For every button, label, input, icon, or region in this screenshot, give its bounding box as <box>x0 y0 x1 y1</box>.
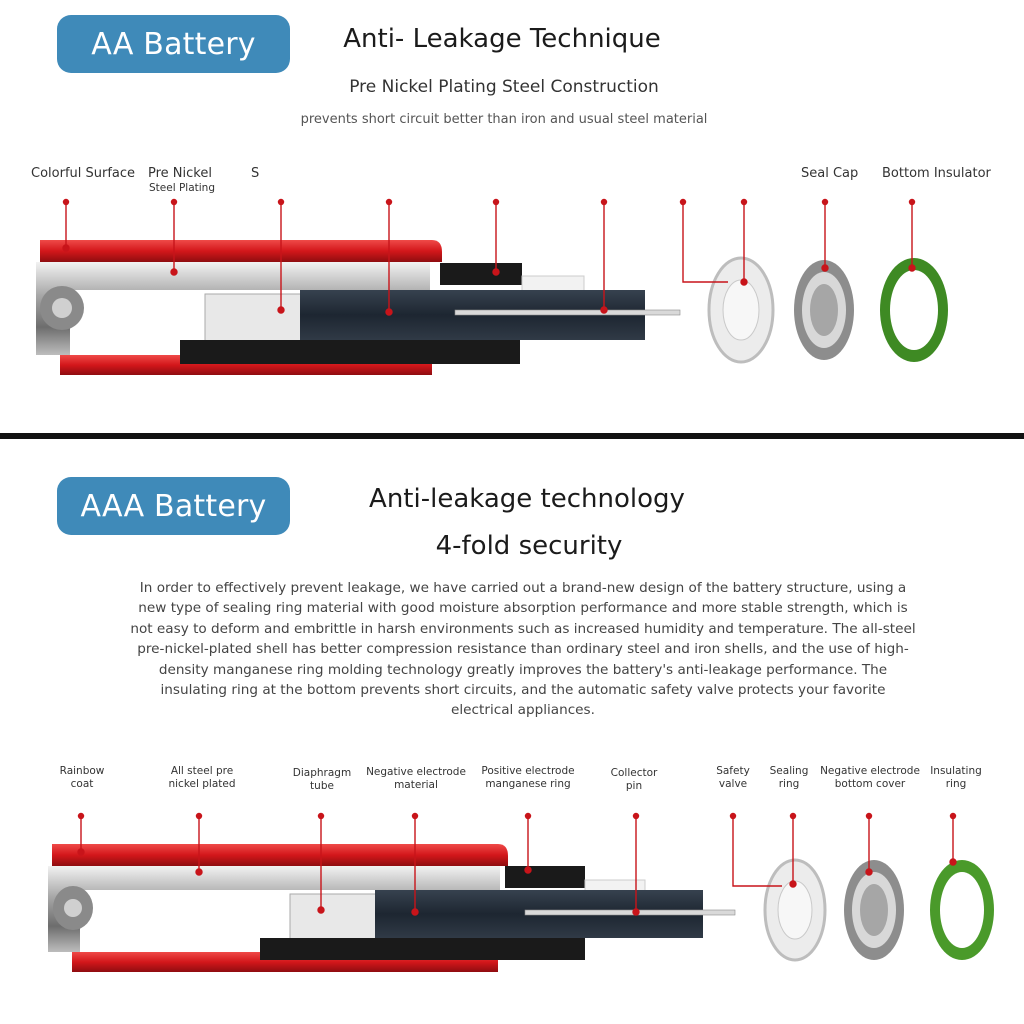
aaa-label-safety-line1: Safety <box>708 765 758 778</box>
aaa-label-rainbow-line1: Rainbow <box>50 765 114 778</box>
aaa-label-sealing-ring: Sealing ring <box>764 765 814 790</box>
aaa-bottom-cover-part <box>844 860 904 960</box>
aaa-label-negative-line1: Negative electrode <box>364 766 468 779</box>
aaa-label-safety-valve: Safety valve <box>708 765 758 790</box>
aa-negative-cap-part <box>794 260 854 360</box>
aaa-label-collector-line2: pin <box>602 780 666 793</box>
aa-battery-diagram <box>0 190 1024 430</box>
aa-label-pre-nickel: Pre Nickel <box>148 166 212 182</box>
aaa-label-steel-line1: All steel pre <box>160 765 244 778</box>
aaa-label-all-steel: All steel pre nickel plated <box>160 765 244 790</box>
aaa-label-positive-ring: Positive electrode manganese ring <box>476 765 580 790</box>
aaa-label-diaphragm: Diaphragm tube <box>285 767 359 792</box>
aaa-dark-ring-upper <box>505 866 585 888</box>
aaa-label-negative-material: Negative electrode material <box>364 766 468 791</box>
aaa-title: Anti-leakage technology <box>0 484 1024 514</box>
aa-bottom-insulator-ring <box>880 258 948 362</box>
aaa-dark-base <box>260 938 585 960</box>
aa-caption: prevents short circuit better than iron … <box>0 112 1008 127</box>
aa-title: Anti- Leakage Technique <box>0 24 1004 54</box>
aaa-label-sealing-line2: ring <box>764 778 814 791</box>
aaa-label-insulating-ring: Insulating ring <box>926 765 986 790</box>
aaa-label-diaphragm-line1: Diaphragm <box>285 767 359 780</box>
aaa-label-positive-line2: manganese ring <box>476 778 580 791</box>
aaa-label-negative-line2: material <box>364 779 468 792</box>
aa-seal-cap-part <box>709 258 773 362</box>
aaa-label-sealing-line1: Sealing <box>764 765 814 778</box>
aaa-label-insulating-line1: Insulating <box>926 765 986 778</box>
aaa-label-bottom-cover: Negative electrode bottom cover <box>820 765 920 790</box>
aaa-diaphragm-tube <box>290 894 380 942</box>
aaa-label-steel-line2: nickel plated <box>160 778 244 791</box>
aaa-label-rainbow-coat: Rainbow coat <box>50 765 114 790</box>
aa-cathode-cup <box>205 294 305 346</box>
aaa-label-diaphragm-line2: tube <box>285 780 359 793</box>
aaa-label-bottom-cover-line1: Negative electrode <box>820 765 920 778</box>
aa-dark-base <box>180 340 520 364</box>
aaa-label-collector-line1: Collector <box>602 767 666 780</box>
aaa-insulating-ring-part <box>930 860 994 960</box>
aaa-subtitle: 4-fold security <box>0 531 1024 561</box>
aaa-description: In order to effectively prevent leakage,… <box>128 578 918 721</box>
aa-collector-pin <box>455 310 680 315</box>
aaa-collector-pin <box>525 910 735 915</box>
aa-label-seal-cap: Seal Cap <box>801 166 858 182</box>
aa-label-s: S <box>251 166 259 182</box>
aa-dark-ring-upper <box>440 263 522 285</box>
aaa-label-positive-line1: Positive electrode <box>476 765 580 778</box>
aa-label-colorful-surface: Colorful Surface <box>31 166 135 182</box>
aaa-label-bottom-cover-line2: bottom cover <box>820 778 920 791</box>
aaa-label-insulating-line2: ring <box>926 778 986 791</box>
aa-white-sleeve <box>522 276 584 292</box>
aaa-label-collector-pin: Collector pin <box>602 767 666 792</box>
aaa-safety-valve-part <box>765 860 825 960</box>
aa-label-bottom-insulator: Bottom Insulator <box>882 166 991 182</box>
aaa-label-rainbow-line2: coat <box>50 778 114 791</box>
aaa-battery-diagram <box>0 800 1024 1010</box>
section-divider <box>0 433 1024 439</box>
aa-subtitle: Pre Nickel Plating Steel Construction <box>0 77 1008 97</box>
aaa-label-safety-line2: valve <box>708 778 758 791</box>
